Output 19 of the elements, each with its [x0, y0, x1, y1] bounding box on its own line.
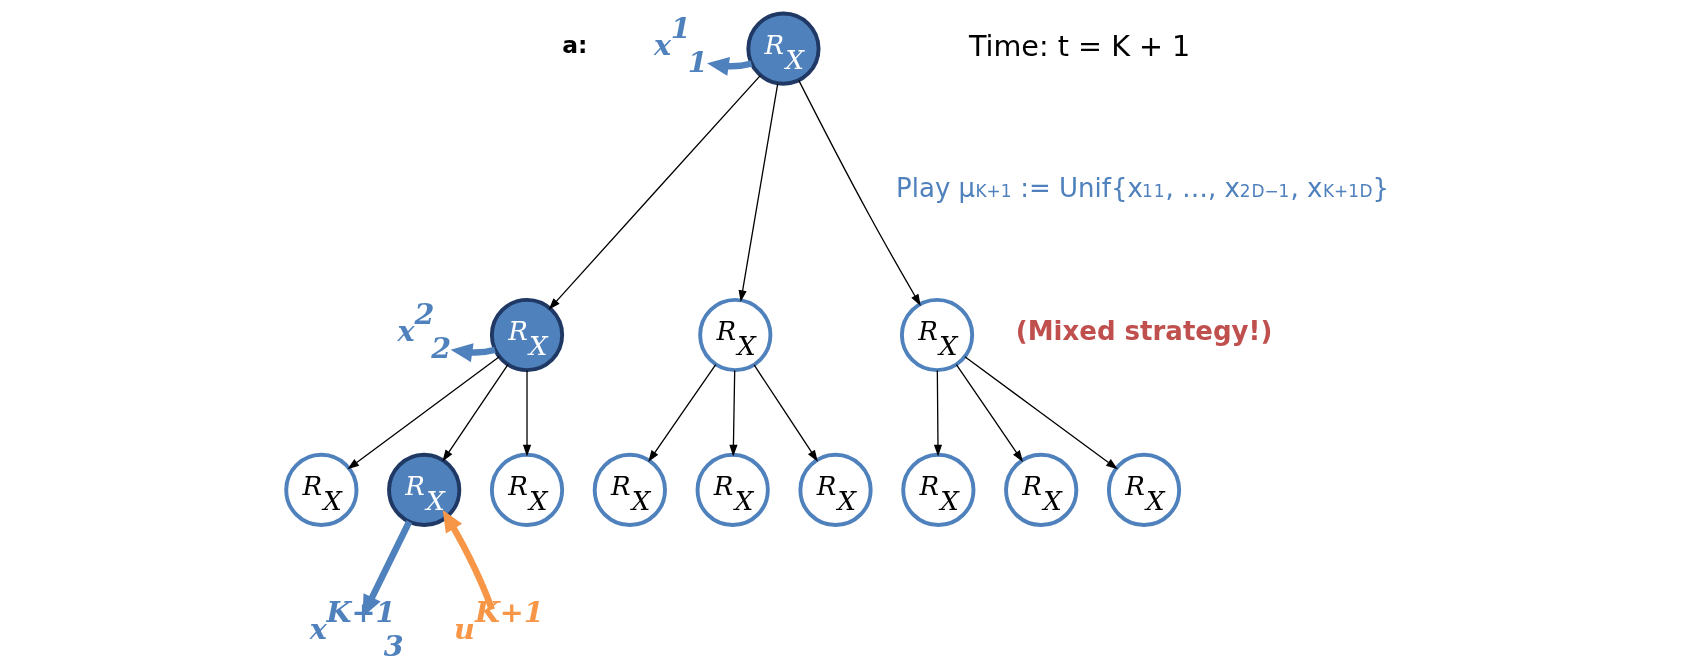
arrow — [548, 74, 761, 310]
label: a: — [562, 31, 588, 60]
arrow — [729, 369, 738, 457]
arrow — [933, 369, 943, 457]
arrow — [964, 356, 1118, 470]
arrow — [753, 364, 818, 462]
arrow — [450, 343, 496, 363]
arrow — [442, 510, 495, 611]
label: Time: t = K + 1 — [968, 28, 1191, 63]
arrow — [738, 82, 779, 302]
arrow — [522, 369, 532, 457]
arrow — [648, 363, 717, 463]
arrow — [707, 56, 753, 76]
arrow — [442, 363, 509, 462]
arrow — [955, 363, 1024, 463]
label: Play μK+1 := Unif{x11, …, x2D−1, xK+1D} — [896, 173, 1390, 204]
arrow — [347, 356, 500, 470]
arrow — [798, 79, 921, 306]
label: (Mixed strategy!) — [1015, 316, 1273, 347]
